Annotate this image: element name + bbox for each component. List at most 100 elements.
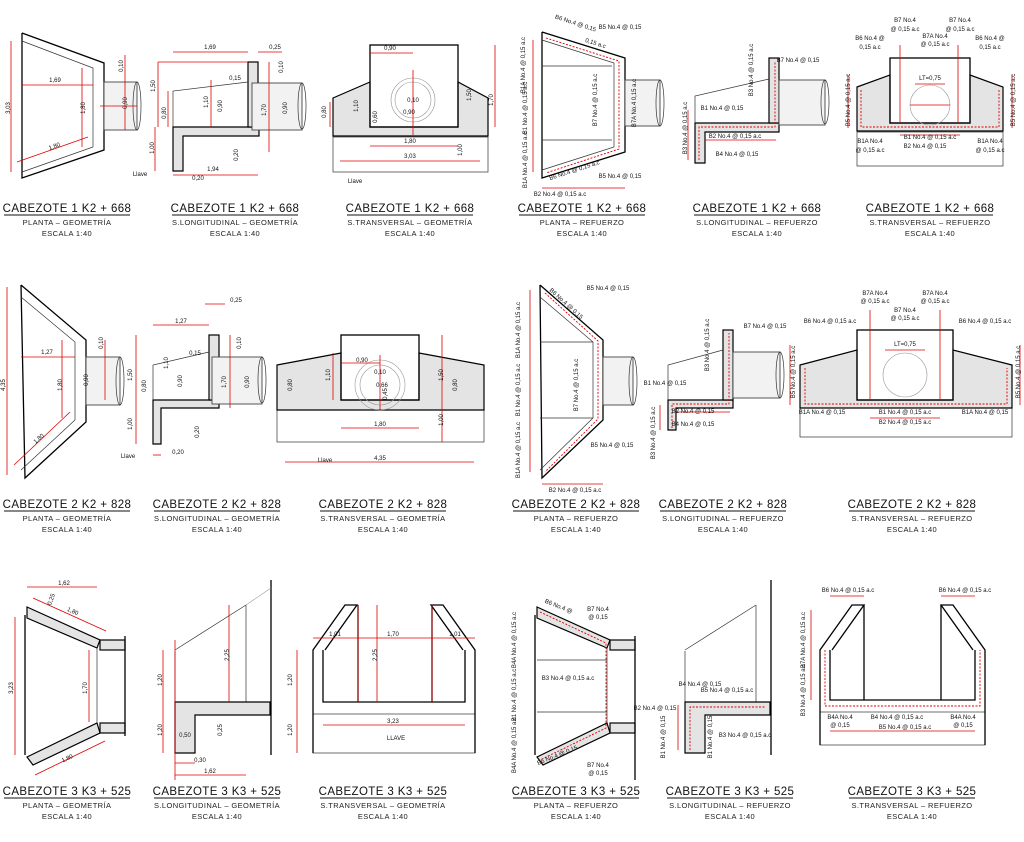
- dimension-label: B1A No.4 @ 0,15: [962, 410, 1009, 416]
- dimension-label: B7 No.4: [587, 763, 609, 769]
- dimension-label: B5 No.4 @ 0,15 a.c: [1011, 74, 1017, 126]
- drawing-subtitle: PLANTA – GEOMETRÍA: [23, 514, 112, 523]
- dimension-label: 1,80: [48, 142, 62, 152]
- dimension-label: B6 No.4 @: [975, 36, 1004, 42]
- dimension-label: 0,80: [142, 380, 148, 392]
- dimension-label: 0,25: [47, 593, 57, 607]
- drawing-scale: ESCALA 1:40: [887, 812, 937, 821]
- drawing-scale: ESCALA 1:40: [42, 812, 92, 821]
- drawing-subtitle: S.TRANSVERSAL – REFUERZO: [869, 218, 990, 227]
- dimension-label: B5 No.4 @ 0,15 a.c: [879, 725, 931, 731]
- dimension-label: 1,80: [61, 754, 75, 765]
- dimension-label: B1A No.4 @ 0,15 a.c: [523, 132, 529, 188]
- dimension-label: 1,70: [222, 376, 228, 388]
- dimension-label: 1,27: [41, 350, 53, 356]
- dimension-label: 0,50: [179, 733, 191, 739]
- dimension-label: 1,00: [128, 418, 134, 430]
- drawing-subtitle: S.LONGITUDINAL – GEOMETRÍA: [154, 514, 280, 523]
- dimension-label: B2 No.4 @ 0,15: [634, 706, 677, 712]
- dimension-label: B2 No.4 @ 0,15 a.c: [879, 420, 931, 426]
- dimension-label: B3 No.4 @ 0,15 a.c: [542, 676, 594, 682]
- dimension-label: B1 No.4 @ 0,15 a.c: [879, 410, 931, 416]
- dimension-label: @ 0,15 a.c: [855, 148, 884, 154]
- dimension-label: 0,66: [376, 383, 388, 389]
- dimension-label: 0,90: [283, 102, 289, 114]
- drawing-subtitle: S.TRANSVERSAL – REFUERZO: [851, 514, 972, 523]
- dimension-label: B1 No.4 @ 0,15 a.c: [516, 364, 522, 416]
- drawing-title: CABEZOTE 2 K2 + 828: [3, 499, 132, 511]
- drawing-scale: ESCALA 1:40: [192, 525, 242, 534]
- dimension-label: 4,35: [374, 456, 386, 462]
- dimension-label: 1,10: [354, 100, 360, 112]
- dimension-label: B1 No.4 @ 0,15: [644, 381, 687, 387]
- dimension-label: 0,90: [123, 97, 129, 109]
- drawing-title: CABEZOTE 1 K2 + 668: [346, 203, 475, 215]
- dimension-label: B4 No.4 @ 0,15: [672, 422, 715, 428]
- dimension-label: B3 No.4 @ 0,15 a.c: [801, 664, 807, 716]
- dimension-label: 3,03: [404, 154, 416, 160]
- drawing-subtitle: PLANTA – REFUERZO: [540, 218, 625, 227]
- panel-17-longitudinal-reinforcement: [677, 580, 772, 755]
- dimension-label: 1,94: [207, 167, 219, 173]
- dimension-label: 1,70: [387, 632, 399, 638]
- dimension-label: @ 0,15 a.c: [945, 27, 974, 33]
- panel-8-longitudinal-geometry: [135, 303, 267, 456]
- dimension-label: @ 0,15: [953, 723, 973, 729]
- dimension-label: B4 No.4 @ 0,15 a.c: [871, 715, 923, 721]
- dimension-label: 3,23: [9, 682, 15, 694]
- drawing-scale: ESCALA 1:40: [42, 229, 92, 238]
- dimension-label: @ 0,15: [588, 771, 608, 777]
- panel-5-longitudinal-reinforcement: [687, 57, 830, 164]
- dimension-label: 0,80: [322, 106, 328, 118]
- drawing-scale: ESCALA 1:40: [732, 229, 782, 238]
- drawing-title: CABEZOTE 1 K2 + 668: [3, 203, 132, 215]
- panel-2-longitudinal-geometry: [154, 51, 307, 176]
- dimension-label: B1A No.4: [977, 139, 1003, 145]
- drawing-scale: ESCALA 1:40: [887, 525, 937, 534]
- drawing-title: CABEZOTE 3 K3 + 525: [3, 786, 132, 798]
- dimension-label: 0,60: [373, 111, 379, 123]
- dimension-label: 0,45: [383, 388, 389, 400]
- dimension-label: B1 No.4 @ 0,15: [661, 715, 667, 758]
- dimension-label: B1 No.4 @ 0,15 a.c: [512, 669, 518, 721]
- dimension-label: 2,25: [373, 649, 379, 661]
- dimension-label: B4A No.4 @ 0,15 a.c: [512, 717, 518, 773]
- dimension-label: 1,20: [158, 674, 164, 686]
- panel-12-transversal-reinforcement: [789, 310, 1021, 438]
- dimension-label: 1,01: [449, 632, 461, 638]
- drawing-scale: ESCALA 1:40: [358, 812, 408, 821]
- panel-3-transversal-geometry: [329, 44, 496, 173]
- dimension-label: 0,20: [234, 149, 240, 161]
- dimension-label: 1,70: [262, 104, 268, 116]
- drawing-subtitle: S.TRANSVERSAL – REFUERZO: [851, 801, 972, 810]
- dimension-label: 0,90: [218, 100, 224, 112]
- dimension-label: 0,80: [453, 379, 459, 391]
- dimension-label: @ 0,15 a.c: [860, 299, 889, 305]
- panel-18-transversal-reinforcement: [810, 595, 986, 746]
- dimension-label: B6 No.4 @ 0,15 a.c: [939, 588, 991, 594]
- dimension-label: 1,80: [81, 102, 87, 114]
- dimension-label: B4 No.4 @ 0,15: [679, 682, 722, 688]
- dimension-label: B2 No.4 @ 0,15 a.c: [534, 192, 586, 198]
- panel-7-plan-geometry: [6, 284, 125, 480]
- drawing-subtitle: S.TRANSVERSAL – GEOMETRÍA: [320, 514, 445, 523]
- drawing-subtitle: S.LONGITUDINAL – REFUERZO: [696, 218, 818, 227]
- dimension-label: B2 No.4 @ 0,15 a.c: [709, 134, 761, 140]
- dimension-label: 0,20: [192, 176, 204, 182]
- dimension-label: 1,70: [489, 94, 495, 106]
- drawing-subtitle: PLANTA – GEOMETRÍA: [23, 218, 112, 227]
- panel-11-longitudinal-reinforcement: [659, 329, 785, 431]
- dimension-label: 0,90: [403, 110, 415, 116]
- dimension-label: 1,10: [326, 369, 332, 381]
- dimension-label: 0,25: [230, 298, 242, 304]
- dimension-label: 1,00: [458, 144, 464, 156]
- dimension-label: B1A No.4: [857, 139, 883, 145]
- dimension-label: Llave: [133, 172, 148, 178]
- drawing-title: CABEZOTE 2 K2 + 828: [319, 499, 448, 511]
- dimension-label: 4,35: [1, 379, 7, 391]
- drawing-title: CABEZOTE 1 K2 + 668: [866, 203, 995, 215]
- panel-10-plan-reinforcement: [529, 284, 638, 485]
- dimension-label: 0,15 a.c: [859, 45, 880, 51]
- panel-16-plan-reinforcement: [534, 606, 636, 780]
- dimension-label: 0,10: [119, 60, 125, 72]
